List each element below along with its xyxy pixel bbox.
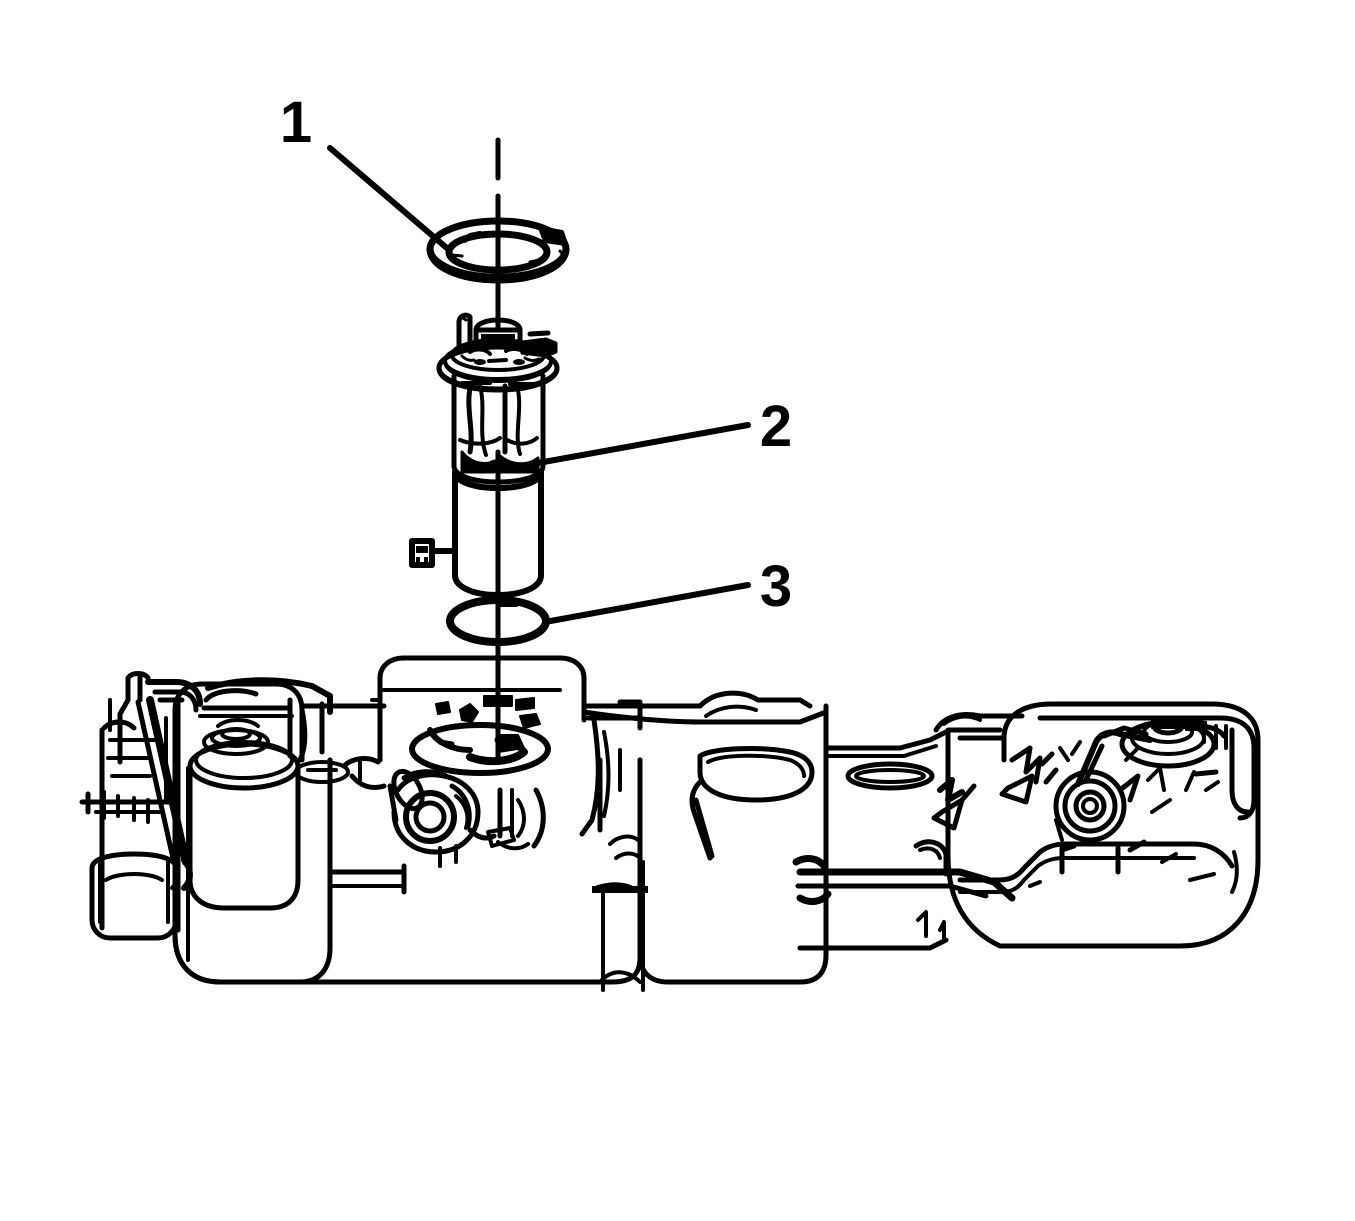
leader-line-3	[542, 582, 751, 625]
leader-line-1	[327, 145, 451, 252]
fuel-filler-neck-port	[387, 768, 546, 868]
fuel-pump-module	[409, 312, 560, 598]
callout-leaders	[327, 145, 751, 625]
leader-line-2	[535, 422, 751, 466]
fuel-tank	[79, 655, 1261, 992]
callout-label-3: 3	[760, 554, 792, 619]
lock-ring	[426, 217, 570, 284]
callout-labels: 1 2 3	[280, 90, 792, 619]
callout-label-1: 1	[280, 90, 312, 155]
callout-label-2: 2	[760, 394, 792, 459]
